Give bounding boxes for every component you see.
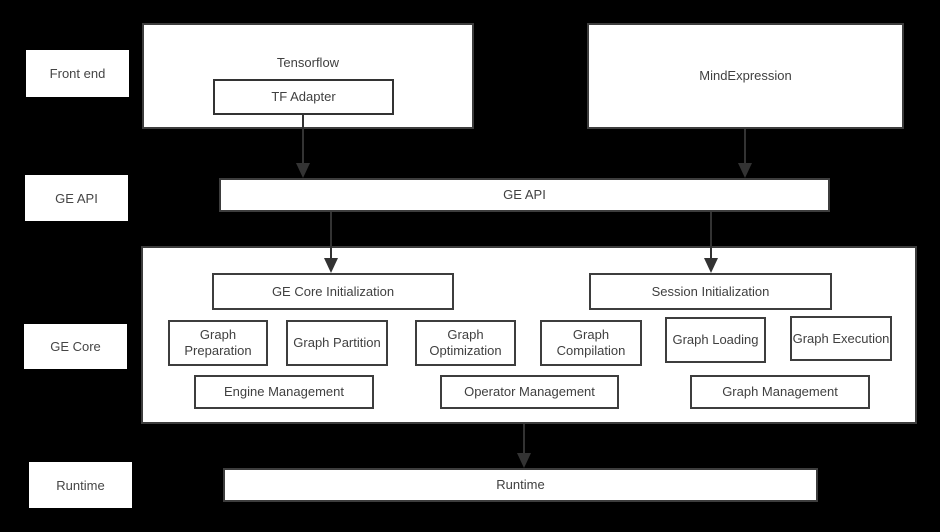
- graph-preparation-box: Graph Preparation: [168, 320, 268, 366]
- graph-loading-box: Graph Loading: [665, 317, 766, 363]
- arrow-head-icon: [296, 163, 310, 178]
- graph-compilation-box: Graph Compilation: [540, 320, 642, 366]
- tensorflow-title: Tensorflow: [276, 55, 340, 70]
- graph-partition-box: Graph Partition: [286, 320, 388, 366]
- row-label-ge-api: GE API: [25, 175, 128, 221]
- engine-management-box: Engine Management: [194, 375, 374, 409]
- arrow-mindexpression-to-ge-api: [738, 129, 752, 178]
- mindexpression-box: MindExpression: [587, 23, 904, 129]
- operator-management-box: Operator Management: [440, 375, 619, 409]
- row-label-runtime: Runtime: [29, 462, 132, 508]
- arrow-stem: [744, 129, 746, 163]
- runtime-bar: Runtime: [223, 468, 818, 502]
- arrow-stem: [523, 424, 525, 453]
- graph-management-box: Graph Management: [690, 375, 870, 409]
- tf-adapter-box: TF Adapter: [213, 79, 394, 115]
- arrow-head-icon: [517, 453, 531, 468]
- row-label-ge-core: GE Core: [24, 324, 127, 369]
- arrow-ge-core-to-runtime: [517, 424, 531, 468]
- graph-optimization-box: Graph Optimization: [415, 320, 516, 366]
- ge-core-initialization-box: GE Core Initialization: [212, 273, 454, 310]
- ge-api-bar: GE API: [219, 178, 830, 212]
- session-initialization-box: Session Initialization: [589, 273, 832, 310]
- ge-core-box: GE Core Initialization Session Initializ…: [141, 246, 917, 424]
- row-label-front-end: Front end: [26, 50, 129, 97]
- tensorflow-box: Tensorflow TF Adapter: [142, 23, 474, 129]
- arrow-head-icon: [738, 163, 752, 178]
- graph-execution-box: Graph Execution: [790, 316, 892, 361]
